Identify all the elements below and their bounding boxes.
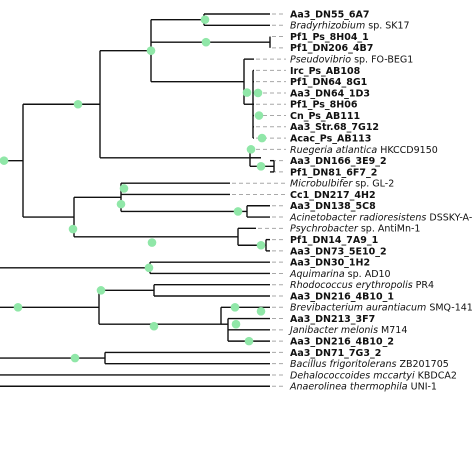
tip-label: Dehalococcoides mccartyi KBDCA2 [290, 370, 457, 381]
tip-label: Aa3_DN138_5C8 [290, 201, 376, 212]
tip-label: Aa3_DN213_3F7 [290, 314, 375, 325]
tip-strain: sp. GL-2 [352, 179, 394, 190]
tip-label: Acac_Ps_AB113 [290, 133, 371, 144]
tip-label: Irc_Ps_AB108 [290, 66, 361, 77]
bootstrap-node-marker [119, 184, 129, 193]
tip-strain: M714 [378, 325, 407, 336]
tip-label: Cc1_DN217_4H2 [290, 190, 376, 201]
tip-genus: Psychrobacter [290, 224, 359, 235]
bootstrap-node-marker [230, 302, 240, 312]
tip-label: Aa3_DN30_1H2 [290, 258, 370, 269]
bootstrap-node-marker [257, 133, 267, 143]
tip-genus: Ruegeria atlantica [290, 145, 377, 156]
bootstrap-node-marker [256, 306, 266, 316]
tip-label: Aa3_DN55_6A7 [290, 9, 370, 20]
tip-label: Psychrobacter sp. AntiMn-1 [290, 224, 420, 235]
tip-genus: Rhodococcus erythropolis [290, 280, 413, 291]
bootstrap-node-marker [233, 207, 243, 216]
tip-label: Pf1_DN64_8G1 [290, 77, 367, 88]
tip-strain: PR4 [413, 280, 434, 291]
bootstrap-node-marker [246, 145, 256, 154]
bootstrap-node-marker [116, 199, 126, 209]
bootstrap-node-marker [147, 238, 157, 247]
tip-genus: Brevibacterium aurantiacum [290, 303, 426, 314]
tip-label: Rhodococcus erythropolis PR4 [290, 280, 434, 291]
tip-strain: sp. AD10 [345, 269, 391, 280]
tip-genus: Bacillus frigoritolerans [290, 359, 397, 370]
tip-leader-lines [232, 13, 286, 387]
tip-strain: sp. SK17 [365, 21, 409, 32]
tip-genus: Dehalococcoides mccartyi [290, 370, 415, 381]
bootstrap-node-marker [13, 302, 23, 312]
tip-genus: Acinetobacter radioresistens [289, 212, 426, 223]
tip-label: Pf1_Ps_8H04_1 [290, 32, 369, 43]
tip-label: Aa3_DN166_3E9_2 [290, 156, 387, 167]
tip-genus: Janibacter melonis [288, 325, 378, 336]
tip-genus: Pseudovibrio [290, 55, 351, 66]
tip-label: Acinetobacter radioresistens DSSKY-A- [289, 212, 472, 223]
bootstrap-node-marker [70, 353, 80, 363]
bootstrap-node-marker [256, 240, 266, 250]
bootstrap-node-marker [0, 156, 9, 165]
tip-strain: sp. AntiMn-1 [358, 224, 421, 235]
bootstrap-node-marker [149, 321, 159, 331]
tip-label: Aquimarina sp. AD10 [289, 269, 391, 280]
bootstrap-markers [0, 15, 267, 363]
bootstrap-node-marker [253, 88, 263, 98]
tip-strain: SMQ-141 [426, 303, 473, 314]
bootstrap-node-marker [201, 37, 211, 47]
tip-label: Pf1_DN14_7A9_1 [290, 235, 378, 246]
tip-label: Microbulbifer sp. GL-2 [290, 179, 394, 190]
tip-label: Pf1_Ps_8H06 [290, 100, 358, 111]
tip-strain: KBDCA2 [415, 370, 457, 381]
tip-strain: ZB201705 [396, 359, 448, 370]
tip-label: Pf1_DN81_6F7_2 [290, 167, 377, 178]
tip-genus: Microbulbifer [290, 179, 353, 190]
bootstrap-node-marker [231, 319, 241, 329]
tip-label: Aa3_DN73_5E10_2 [290, 246, 387, 257]
bootstrap-node-marker [242, 88, 252, 97]
tip-genus: Bradyrhizobium [290, 21, 365, 32]
tip-label: Brevibacterium aurantiacum SMQ-141 [290, 303, 473, 314]
tip-strain: UNI-1 [408, 382, 437, 393]
tip-label: Pf1_DN206_4B7 [290, 43, 373, 54]
tip-label: Cn_Ps_AB111 [290, 111, 360, 122]
tip-label: Bradyrhizobium sp. SK17 [290, 21, 410, 32]
tip-label: Aa3_DN71_7G3_2 [290, 348, 381, 359]
tip-label: Bacillus frigoritolerans ZB201705 [290, 359, 449, 370]
bootstrap-node-marker [68, 224, 78, 234]
bootstrap-node-marker [244, 336, 254, 346]
tip-label: Ruegeria atlantica HKCCD9150 [290, 145, 438, 156]
bootstrap-node-marker [254, 111, 264, 120]
tip-label: Aa3_Str.68_7G12 [290, 122, 379, 133]
tree-branches [0, 13, 275, 387]
tip-strain: DSSKY-A- [426, 212, 472, 223]
bootstrap-node-marker [144, 263, 154, 273]
bootstrap-node-marker [73, 99, 83, 109]
tip-genus: Anaerolinea thermophila [289, 382, 408, 393]
tip-label: Janibacter melonis M714 [288, 325, 407, 336]
tip-label: Aa3_DN64_1D3 [290, 88, 370, 99]
tip-strain: sp. FO-BEG1 [351, 55, 413, 66]
bootstrap-node-marker [200, 15, 210, 24]
bootstrap-node-marker [96, 286, 106, 295]
tip-strain: HKCCD9150 [377, 145, 438, 156]
tip-label: Anaerolinea thermophila UNI-1 [289, 382, 437, 393]
tip-label: Aa3_DN216_4B10_1 [290, 291, 394, 302]
tip-genus: Aquimarina [289, 269, 345, 280]
tip-label: Aa3_DN216_4B10_2 [290, 337, 394, 348]
bootstrap-node-marker [146, 46, 156, 55]
tip-label: Pseudovibrio sp. FO-BEG1 [290, 55, 413, 66]
bootstrap-node-marker [256, 161, 266, 171]
